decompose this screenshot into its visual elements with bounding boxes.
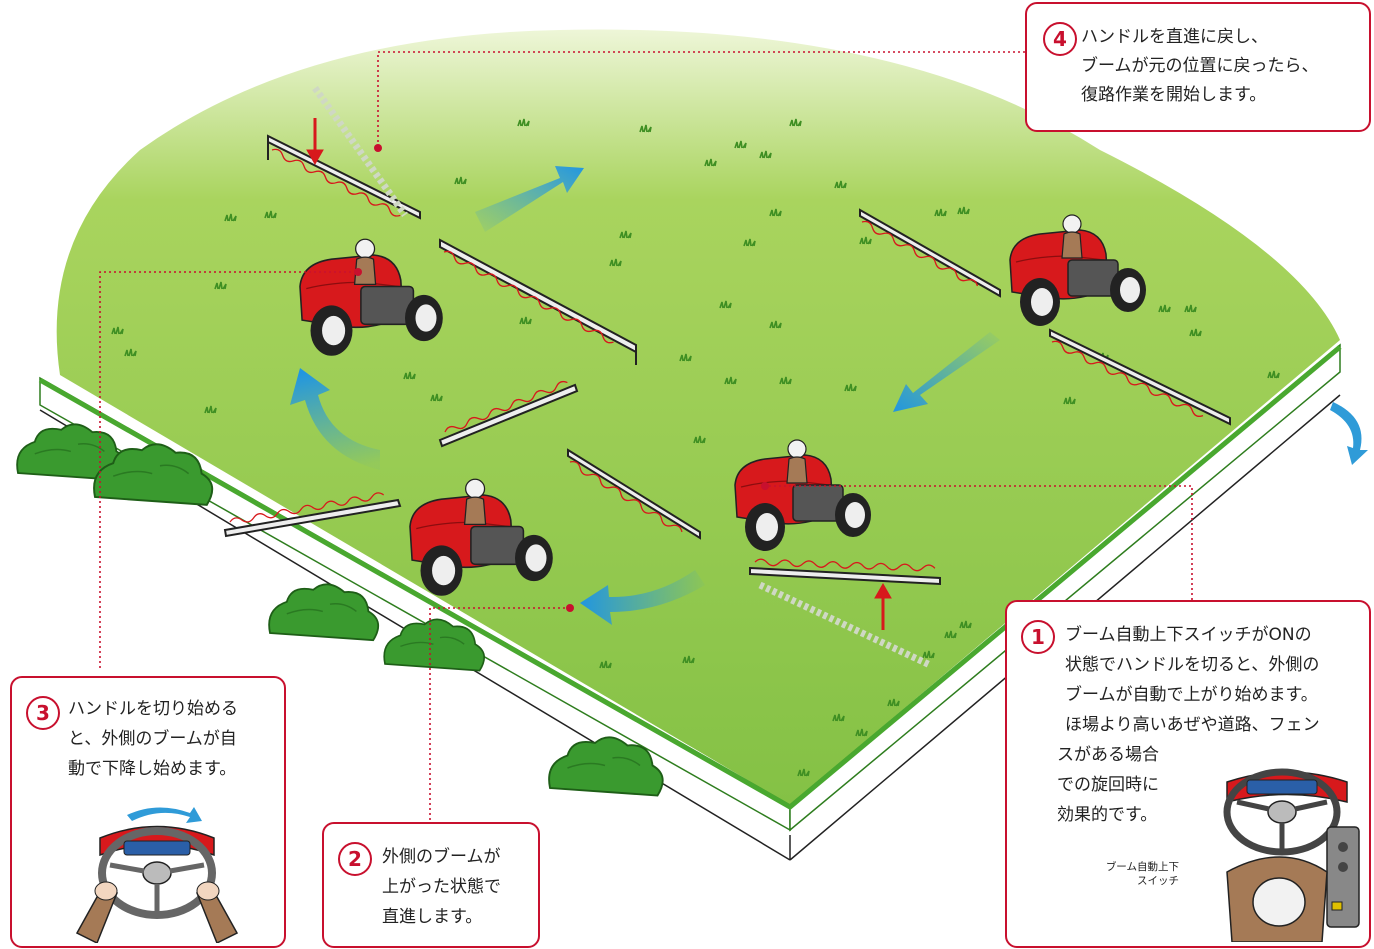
callout-step-1: 1 ブーム自動上下スイッチがONの 状態でハンドルを切ると、外側の ブームが自動… (1005, 600, 1371, 948)
callout-3-line-2: と、外側のブームが自 (68, 729, 237, 749)
step-number-1: 1 (1021, 620, 1055, 654)
direction-arrows (290, 166, 1368, 625)
callout-1-line-7: 効果的です。 (1057, 805, 1158, 825)
callout-step-2: 2 外側のブームが 上がった状態で 直進します。 (322, 822, 540, 948)
steering-wheel-icon (75, 807, 239, 943)
leader-dots (354, 144, 769, 612)
callout-1-line-1: ブーム自動上下スイッチがONの (1065, 625, 1312, 645)
callout-2-line-1: 外側のブームが (382, 847, 501, 867)
switch-label-line-1: ブーム自動上下 (1105, 861, 1179, 873)
spray-hoses (229, 148, 1204, 572)
callout-step-3: 3 ハンドルを切り始める と、外側のブームが自 動で下降し始めます。 (10, 676, 286, 948)
callout-3-line-3: 動で下降し始めます。 (68, 759, 237, 779)
spray-booms (223, 134, 1231, 586)
callout-1-line-3: ブームが自動で上がり始めます。 (1065, 685, 1318, 705)
callout-3-line-1: ハンドルを切り始める (68, 699, 238, 719)
callout-1-line-6: での旋回時に (1057, 775, 1159, 795)
switch-label-line-2: スイッチ (1137, 875, 1179, 887)
callout-4-line-3: 復路作業を開始します。 (1081, 85, 1267, 105)
step-number-3: 3 (26, 696, 60, 730)
boom-ghost (758, 581, 932, 669)
callout-4-line-1: ハンドルを直進に戻し、 (1081, 27, 1268, 47)
leader-lines (99, 51, 1193, 820)
boom-ghost (312, 85, 408, 218)
callout-1-line-4: ほ場より高いあぜや道路、フェン (1065, 715, 1320, 735)
callout-1-line-5: スがある場合 (1057, 745, 1159, 765)
callout-4-line-2: ブームが元の位置に戻ったら、 (1081, 56, 1319, 76)
step-number-4: 4 (1043, 22, 1077, 56)
callout-2-line-3: 直進します。 (382, 907, 483, 927)
step-number-2: 2 (338, 842, 372, 876)
callout-1-line-2: 状態でハンドルを切ると、外側の (1065, 655, 1320, 675)
callout-2-line-2: 上がった状態で (382, 877, 501, 897)
steering-wheel-switch-icon (1223, 768, 1360, 942)
boom-motion-arrows (306, 118, 892, 630)
callout-step-4: 4 ハンドルを直進に戻し、 ブームが元の位置に戻ったら、 復路作業を開始します。 (1025, 2, 1371, 132)
